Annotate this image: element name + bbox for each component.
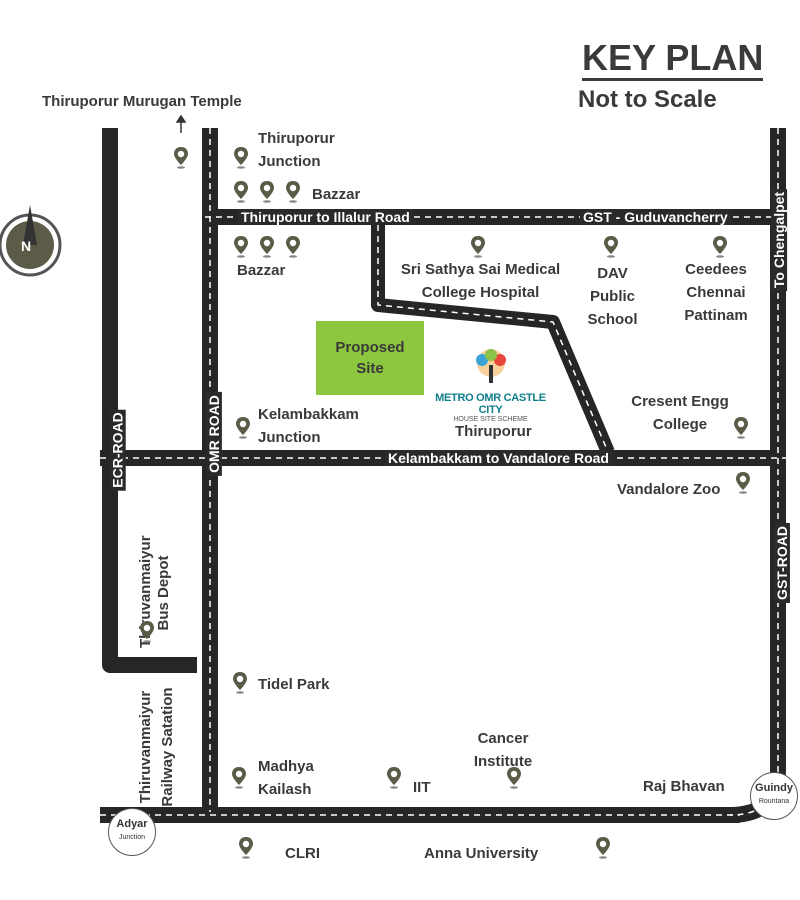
label-clri: CLRI [285,845,320,862]
ecr-road [102,128,197,673]
road-label-top: Thiruporur to Illalur Road [238,209,413,225]
map-pin-icon [712,235,728,259]
label-tidel-park: Tidel Park [258,676,330,693]
road-label-ecr: ECR-ROAD [109,409,126,491]
map-pin-icon [285,180,301,204]
map-pin-icon [386,766,402,790]
map-pin-icon [259,235,275,259]
label-vandalore-zoo: Vandalore Zoo [617,481,721,498]
label-bazzar-bottom: Bazzar [237,262,286,279]
map-pin-icon [470,235,486,259]
label-sri-sathya-sai: Sri Sathya Sai Medical College Hospital [400,261,561,301]
label-kelambakkam-junction: Kelambakkam Junction [258,406,359,446]
map-pin-icon [259,180,275,204]
map-pin-icon [173,146,189,170]
map-pin-icon [285,235,301,259]
map-pin-icon [235,416,251,440]
label-cancer-institute: Cancer Institute [473,730,533,770]
map-pin-icon [139,620,155,644]
map-pin-icon [595,836,611,860]
map-pin-icon [231,766,247,790]
arrow-up-icon [175,114,187,133]
road-label-gst: GST-ROAD [773,523,790,603]
tree-logo-icon [475,349,506,383]
label-dav-school: DAV Public School [587,265,638,328]
map-pin-icon [232,671,248,695]
road-label-chengalpet: To Chengalpet [771,188,788,292]
map-pin-icon [735,471,751,495]
label-bazzar-top: Bazzar [312,186,361,203]
road-label-omr: OMR ROAD [205,392,222,476]
label-murugan-temple: Thiruporur Murugan Temple [42,93,242,110]
compass-icon [0,205,62,277]
scale-note: Not to Scale [578,86,717,113]
compass-label: N [21,238,32,254]
label-thiruporur-junction: Thiruporur Junction [258,130,335,170]
road-label-gst-guduvancherry: GST - Guduvancherry [580,209,731,225]
label-thiruporur: Thiruporur [455,423,532,440]
map-pin-icon [603,235,619,259]
proposed-site: Proposed Site [316,321,424,395]
road-label-kelambakkam: Kelambakkam to Vandalore Road [385,450,612,466]
label-cresent-college: Cresent Engg College [631,393,729,433]
map-pin-icon [506,766,522,790]
label-raj-bhavan: Raj Bhavan [643,778,725,795]
page-title: KEY PLAN [582,38,764,81]
map-pin-icon [233,146,249,170]
label-iit: IIT [413,779,431,796]
map-pin-icon [233,235,249,259]
label-madhya-kailash: Madhya Kailash [258,758,314,798]
label-ceedees: Ceedees Chennai Pattinam [684,261,748,324]
map-pin-icon [733,416,749,440]
label-anna-university: Anna University [424,845,539,862]
map-pin-icon [238,836,254,860]
label-railway-station: Thiruvanmaiyur Railway Satation [137,687,176,807]
map-pin-icon [233,180,249,204]
